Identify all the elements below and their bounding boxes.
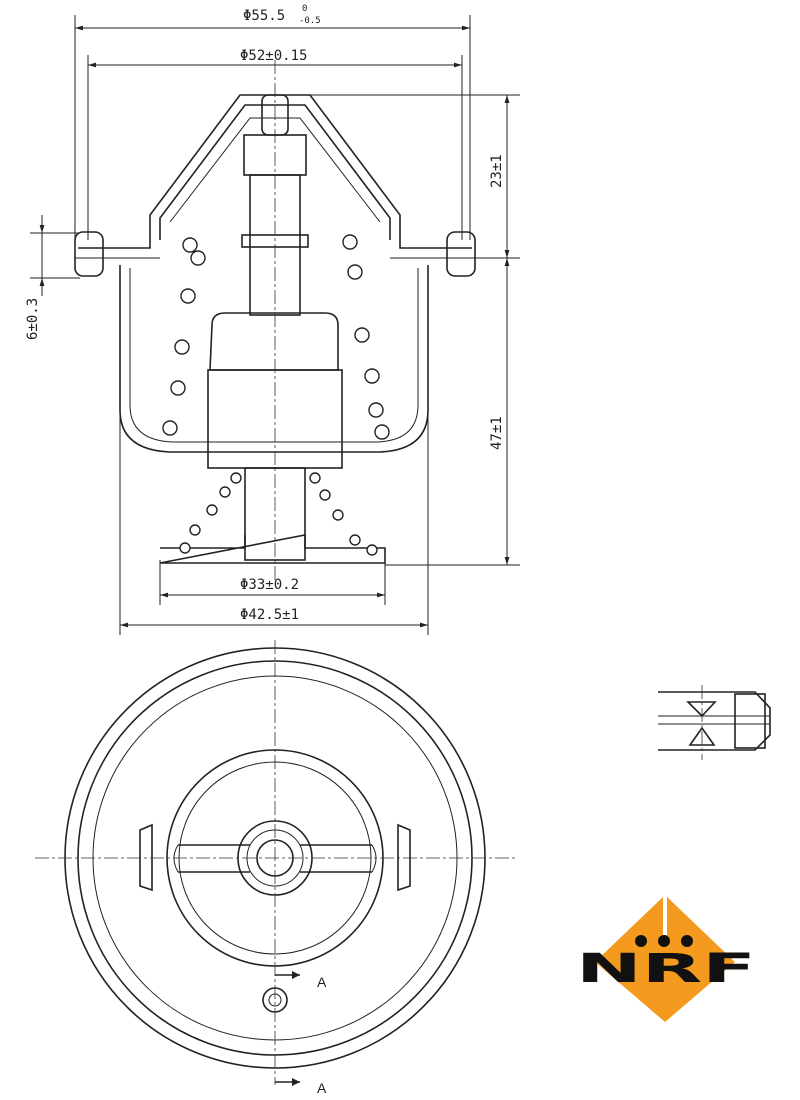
nrf-logo: NRF (576, 895, 756, 1022)
bottom-view (35, 640, 515, 1086)
dim-outer-flange-diameter: Φ55.5 (243, 8, 285, 24)
dim-base-diameter: Φ33±0.2 (240, 577, 299, 593)
nrf-logo-text: NRF (576, 946, 756, 992)
section-label-a-top: A (317, 974, 327, 990)
section-label-a-bottom: A (317, 1080, 327, 1096)
dim-body-diameter: Φ42.5±1 (240, 607, 299, 623)
dim-body-height: 47±1 (489, 416, 505, 450)
spring-coils (162, 234, 390, 556)
dim-outer-upper-tol: 0 (302, 4, 307, 14)
dim-outer-lower-tol: -0.5 (299, 16, 321, 26)
side-view (30, 15, 520, 635)
dim-top-height: 23±1 (489, 154, 505, 188)
dim-flange-thickness: 6±0.3 (25, 298, 41, 340)
section-detail-view (658, 685, 771, 760)
dim-flange-diameter: Φ52±0.15 (240, 48, 307, 64)
